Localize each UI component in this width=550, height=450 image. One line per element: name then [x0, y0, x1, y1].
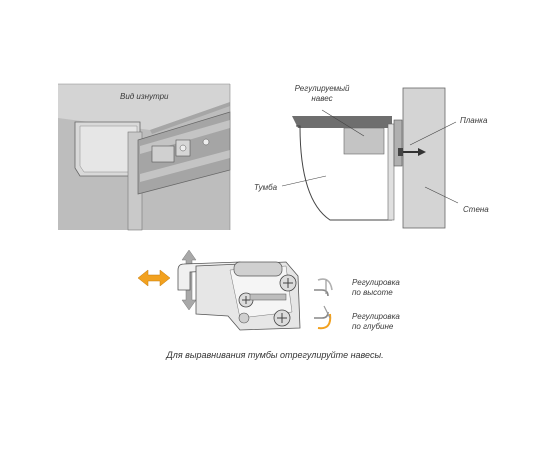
inside-view-label: Вид изнутри — [120, 92, 169, 101]
depth-adjust-label: Регулировка по глубине — [352, 312, 400, 332]
adjustable-hinge-line1: Регулируемый — [294, 84, 350, 93]
section-view-illustration — [292, 87, 446, 229]
adjustable-hinge-line2: навес — [311, 94, 333, 103]
depth-adjust-line1: Регулировка — [352, 312, 400, 321]
height-adjust-line1: Регулировка — [352, 278, 400, 287]
strip-leader — [409, 121, 457, 146]
depth-adjust-line2: по глубине — [352, 322, 394, 331]
height-adjust-line2: по высоте — [352, 288, 393, 297]
depth-arrow-icon — [137, 269, 171, 287]
strip-label: Планка — [460, 116, 488, 125]
wall-label: Стена — [463, 205, 489, 214]
height-adjust-label: Регулировка по высоте — [352, 278, 400, 298]
cabinet-label: Тумба — [254, 183, 278, 192]
hinge-mechanism-illustration — [137, 249, 301, 331]
depth-adjust-icon — [314, 305, 332, 330]
adjustable-hinge-label: Регулируемый навес — [284, 84, 360, 104]
inside-view-illustration — [58, 83, 231, 231]
cabinet-leader — [281, 175, 327, 187]
hinge-leader — [321, 109, 365, 137]
wall-leader — [424, 186, 459, 204]
height-adjust-icon — [314, 278, 333, 297]
instruction-caption: Для выравнивания тумбы отрегулируйте нав… — [166, 350, 384, 360]
